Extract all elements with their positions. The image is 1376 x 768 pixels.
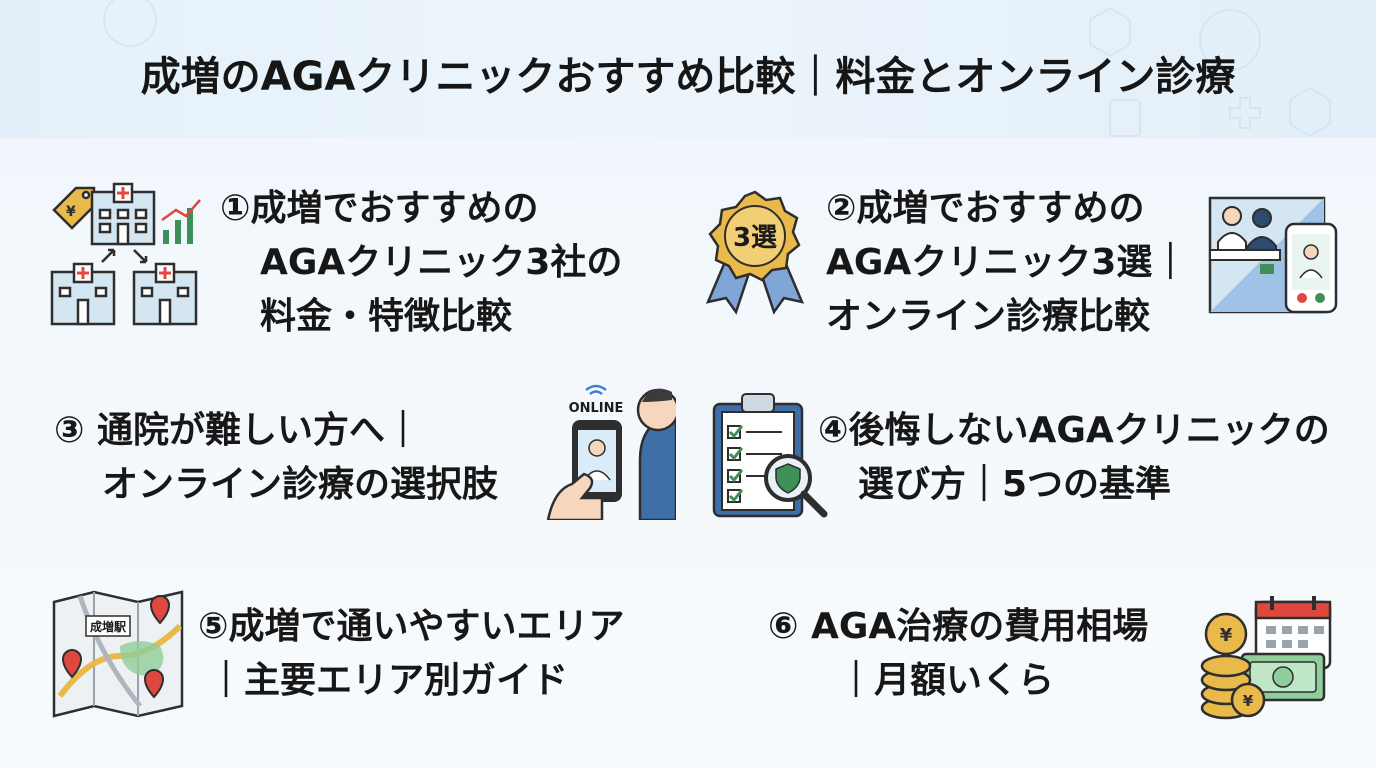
section-1-line-3: 料金・特徴比較 <box>260 296 513 337</box>
section-6-line-2: ｜月額いくら <box>838 660 1055 701</box>
section-1-line-2: AGAクリニック3社の <box>260 242 623 283</box>
section-5-line-2: ｜主要エリア別ガイド <box>208 660 569 701</box>
section-4-heading: ④後悔しないAGAクリニックの 選び方｜5つの基準 <box>818 404 1330 512</box>
online-consultation-icon: ONLINE <box>546 384 676 520</box>
page-title: 成増のAGAクリニックおすすめ比較｜料金とオンライン診療 <box>140 54 1236 100</box>
section-6-line-1: ⑥ AGA治療の費用相場 <box>768 606 1149 647</box>
section-2-line-2: AGAクリニック3選｜ <box>826 242 1189 283</box>
section-3-heading: ③ 通院が難しい方へ｜ オンライン診療の選択肢 <box>54 404 498 512</box>
section-1-heading: ①成増でおすすめの AGAクリニック3社の 料金・特徴比較 <box>220 182 622 344</box>
background-decoration-icon <box>103 0 1331 138</box>
section-3-line-1: ③ 通院が難しい方へ｜ <box>54 410 422 451</box>
section-5-line-1: ⑤成増で通いやすいエリア <box>198 606 625 647</box>
header-band: 成増のAGAクリニックおすすめ比較｜料金とオンライン診療 <box>0 0 1376 138</box>
area-map-icon: 成増駅 <box>52 590 184 718</box>
svg-text:¥: ¥ <box>66 204 76 220</box>
map-station-label: 成増駅 <box>90 619 127 634</box>
section-5-heading: ⑤成増で通いやすいエリア ｜主要エリア別ガイド <box>198 600 624 708</box>
svg-text:¥: ¥ <box>1220 625 1233 646</box>
section-2-heading: ②成増でおすすめの AGAクリニック3選｜ オンライン診療比較 <box>826 182 1188 344</box>
section-6-heading: ⑥ AGA治療の費用相場 ｜月額いくら <box>768 600 1148 708</box>
cost-money-icon: ¥ ¥ <box>1200 596 1332 720</box>
doctor-video-call-icon <box>1208 196 1338 314</box>
section-4-line-1: ④後悔しないAGAクリニックの <box>818 410 1330 451</box>
online-label: ONLINE <box>569 401 624 416</box>
checklist-magnifier-icon <box>712 393 828 518</box>
award-badge-text: 3選 <box>733 223 777 253</box>
svg-text:¥: ¥ <box>1243 692 1254 710</box>
section-3-line-2: オンライン診療の選択肢 <box>102 464 499 505</box>
award-ribbon-icon: 3選 <box>705 190 805 315</box>
section-2-line-3: オンライン診療比較 <box>826 296 1151 337</box>
section-1-line-1: ①成増でおすすめの <box>220 188 539 229</box>
section-4-line-2: 選び方｜5つの基準 <box>858 464 1172 505</box>
section-2-line-1: ②成増でおすすめの <box>826 188 1145 229</box>
clinics-comparison-icon: ¥ <box>50 182 201 326</box>
